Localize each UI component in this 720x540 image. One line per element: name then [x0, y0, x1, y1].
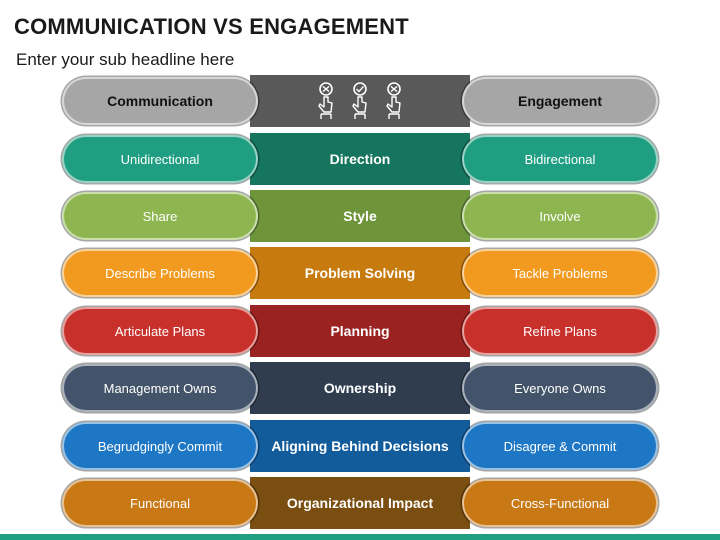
row-band: Style	[250, 190, 470, 242]
reject-hand-icon	[314, 81, 338, 121]
communication-pill: Functional	[62, 479, 258, 527]
row-band: Organizational Impact	[250, 477, 470, 529]
header-row: Communication Engagement	[0, 75, 720, 127]
page-title: COMMUNICATION VS ENGAGEMENT	[14, 14, 409, 39]
header-communication-pill: Communication	[62, 77, 258, 125]
row-band: Planning	[250, 305, 470, 357]
row-planning: Planning Articulate Plans Refine Plans	[0, 305, 720, 357]
page-subtitle: Enter your sub headline here	[16, 50, 235, 69]
row-band: Direction	[250, 133, 470, 185]
header-engagement-pill: Engagement	[462, 77, 658, 125]
engagement-pill: Disagree & Commit	[462, 422, 658, 470]
engagement-pill: Involve	[462, 192, 658, 240]
communication-pill: Articulate Plans	[62, 307, 258, 355]
row-style: Style Share Involve	[0, 190, 720, 242]
communication-pill: Begrudgingly Commit	[62, 422, 258, 470]
engagement-pill: Tackle Problems	[462, 249, 658, 297]
header-icons	[250, 75, 470, 127]
engagement-pill: Bidirectional	[462, 135, 658, 183]
row-band: Aligning Behind Decisions	[250, 420, 470, 472]
approve-hand-icon	[348, 81, 372, 121]
row-aligning-behind-decisions: Aligning Behind Decisions Begrudgingly C…	[0, 420, 720, 472]
row-organizational-impact: Organizational Impact Functional Cross-F…	[0, 477, 720, 529]
row-band: Ownership	[250, 362, 470, 414]
row-direction: Direction Unidirectional Bidirectional	[0, 133, 720, 185]
footer-bar	[0, 534, 720, 540]
communication-pill: Management Owns	[62, 364, 258, 412]
engagement-pill: Refine Plans	[462, 307, 658, 355]
row-problem-solving: Problem Solving Describe Problems Tackle…	[0, 247, 720, 299]
row-ownership: Ownership Management Owns Everyone Owns	[0, 362, 720, 414]
reject-hand-icon	[382, 81, 406, 121]
communication-pill: Share	[62, 192, 258, 240]
communication-pill: Unidirectional	[62, 135, 258, 183]
row-band: Problem Solving	[250, 247, 470, 299]
engagement-pill: Everyone Owns	[462, 364, 658, 412]
communication-pill: Describe Problems	[62, 249, 258, 297]
engagement-pill: Cross-Functional	[462, 479, 658, 527]
